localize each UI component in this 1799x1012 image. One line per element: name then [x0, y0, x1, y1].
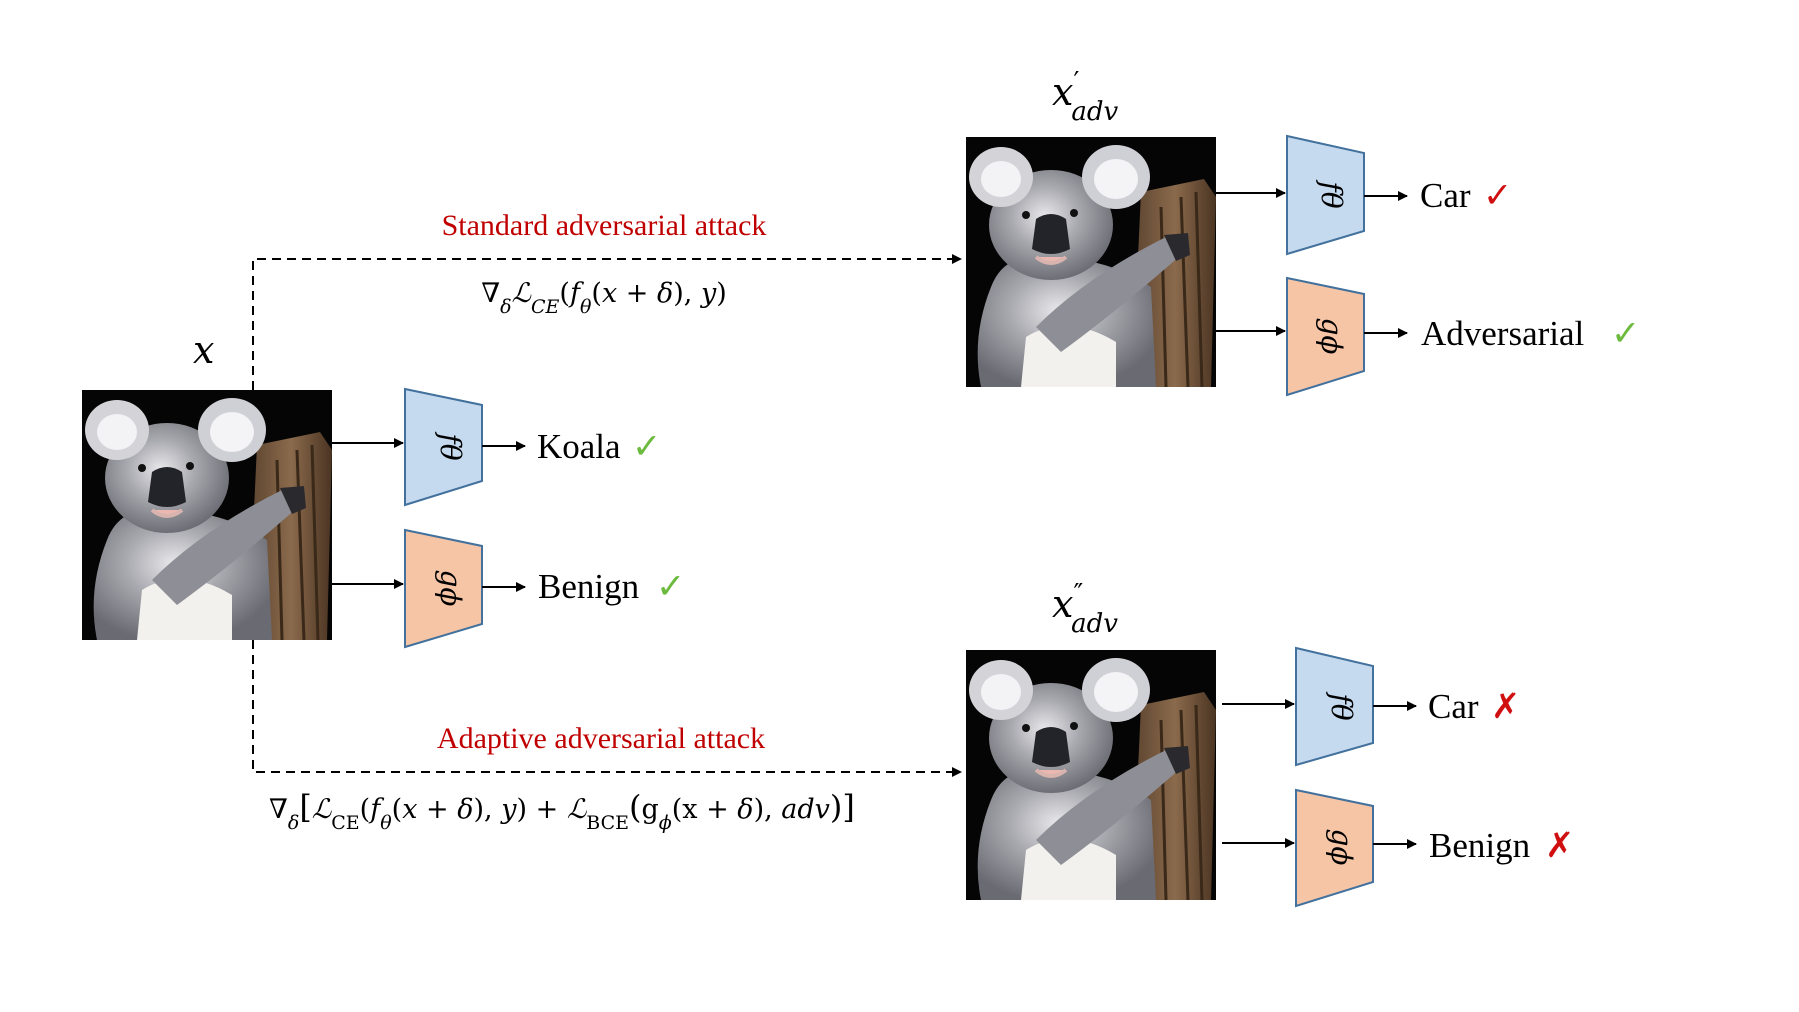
standard-attack-formula: ∇δℒCE(fθ(x + δ), y) — [481, 278, 727, 318]
clean-g-output-label: Benign — [538, 567, 639, 606]
f-network-label: fθ — [1325, 691, 1358, 720]
g-network-label: gϕ — [1315, 317, 1348, 354]
f-network-block: fθ — [1295, 646, 1374, 767]
standard-attack-title: Standard adversarial attack — [442, 209, 767, 242]
g-network-block: gϕ — [404, 528, 483, 649]
f-network-block: fθ — [404, 387, 483, 507]
standard-attack-arrow — [252, 254, 962, 390]
adaptive-attack-arrow — [252, 640, 962, 777]
g-network-block: gϕ — [1295, 788, 1374, 908]
adaptive-attack-formula: ∇δ[ℒCE(fθ(x + δ), y) + ℒBCE(gϕ(x + δ), a… — [269, 788, 855, 834]
standard-image-var-label: x′adv — [1052, 67, 1118, 127]
clean-f-output-label: Koala — [537, 427, 621, 466]
cross-icon: ✗ — [1491, 687, 1520, 726]
adaptive-attack-title: Adaptive adversarial attack — [437, 722, 765, 755]
standard-f-output-label: Car — [1420, 176, 1471, 215]
adaptive-g-output-label: Benign — [1429, 826, 1530, 865]
f-network-label: fθ — [434, 431, 467, 460]
checkmark-icon: ✓ — [632, 427, 661, 466]
input-var-label: x — [193, 328, 214, 372]
checkmark-icon: ✓ — [1611, 314, 1640, 353]
standard-g-output-label: Adversarial — [1421, 314, 1585, 353]
adaptive-f-output-label: Car — [1428, 687, 1479, 726]
adaptive-image-var-label: x″adv — [1052, 579, 1118, 639]
checkmark-icon: ✓ — [656, 567, 685, 606]
cross-icon: ✗ — [1545, 826, 1574, 865]
input-koala-image — [82, 390, 332, 640]
checkmark-icon: ✓ — [1483, 176, 1512, 215]
f-network-block: fθ — [1286, 134, 1365, 256]
f-network-label: fθ — [1315, 179, 1348, 208]
g-network-block: gϕ — [1286, 276, 1365, 397]
adaptive-adv-koala-image — [966, 650, 1216, 900]
g-network-label: gϕ — [434, 569, 467, 606]
g-network-label: gϕ — [1325, 828, 1358, 865]
standard-adv-koala-image — [966, 137, 1216, 387]
